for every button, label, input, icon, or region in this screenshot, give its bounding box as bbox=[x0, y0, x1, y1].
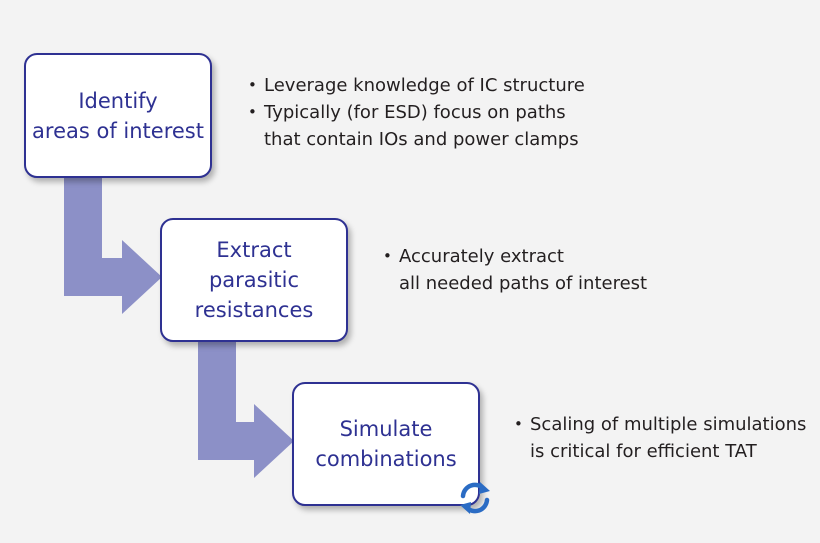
identify-notes-list: Leverage knowledge of IC structure Typic… bbox=[248, 72, 585, 153]
step-extract-line-3: resistances bbox=[194, 298, 314, 322]
step-identify-line-1: Identify bbox=[78, 88, 158, 113]
simulate-note-1: Scaling of multiple simulations is criti… bbox=[514, 411, 806, 465]
step-simulate-line-1: Simulate bbox=[339, 417, 433, 441]
step-simulate-line-2: combinations bbox=[315, 447, 457, 471]
extract-note-1: Accurately extract all needed paths of i… bbox=[383, 243, 647, 297]
refresh-cycle-icon bbox=[460, 482, 490, 514]
extract-note-1-line-1: Accurately extract bbox=[399, 246, 564, 267]
identify-note-2-line-1: Typically (for ESD) focus on paths bbox=[264, 102, 566, 123]
arrow-identify-to-extract bbox=[64, 178, 162, 314]
step-identify-line-2: areas of interest bbox=[32, 118, 204, 143]
identify-note-2: Typically (for ESD) focus on paths that … bbox=[248, 99, 585, 153]
identify-note-2-line-2: that contain IOs and power clamps bbox=[264, 129, 579, 150]
simulate-note-1-line-1: Scaling of multiple simulations bbox=[530, 414, 807, 435]
identify-note-1: Leverage knowledge of IC structure bbox=[248, 72, 585, 99]
simulate-note-1-line-2: is critical for efficient TAT bbox=[530, 441, 757, 462]
step-extract-line-1: Extract bbox=[216, 238, 292, 262]
step-simulate-box: Simulate combinations bbox=[292, 382, 480, 506]
step-extract-box: Extract parasitic resistances bbox=[160, 218, 348, 342]
extract-notes-list: Accurately extract all needed paths of i… bbox=[383, 243, 647, 297]
identify-note-1-line-1: Leverage knowledge of IC structure bbox=[264, 75, 585, 96]
simulate-notes-list: Scaling of multiple simulations is criti… bbox=[514, 411, 806, 465]
arrow-extract-to-simulate bbox=[198, 342, 294, 478]
extract-note-1-line-2: all needed paths of interest bbox=[399, 273, 648, 294]
step-identify-box: Identify areas of interest bbox=[24, 53, 212, 178]
step-extract-line-2: parasitic bbox=[208, 268, 300, 292]
